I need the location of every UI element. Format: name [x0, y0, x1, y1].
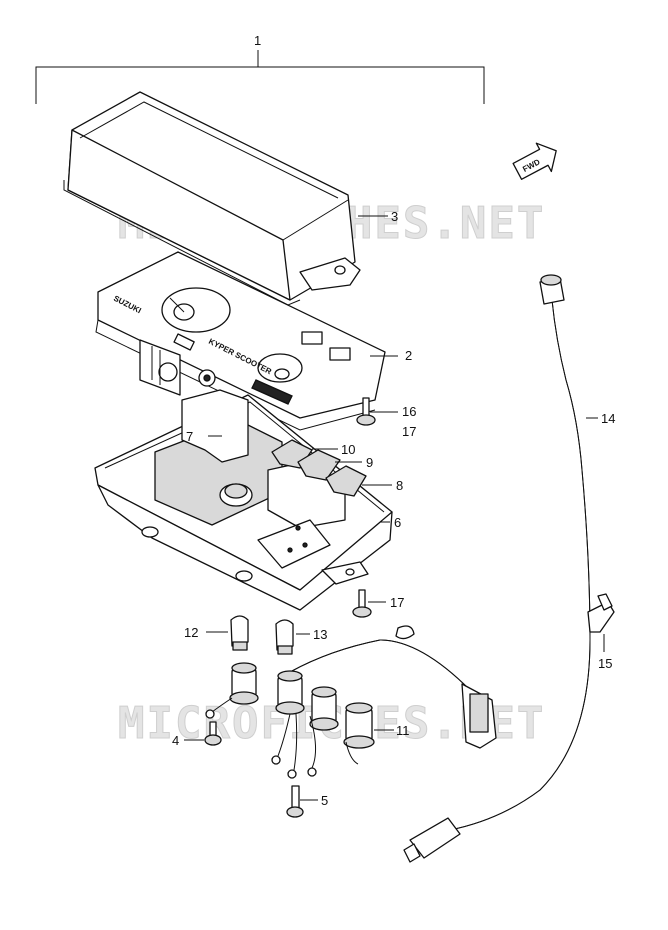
screw-5 [286, 785, 304, 818]
screw-top [356, 397, 376, 426]
cable-clip [587, 593, 615, 633]
fwd-arrow-icon: FWD [512, 142, 557, 180]
screw-4 [204, 721, 222, 746]
socket-b [275, 670, 305, 715]
bulb-12 [230, 615, 249, 651]
switch-lenses [271, 439, 367, 497]
callout-9: 9 [366, 455, 373, 470]
callout-5: 5 [321, 793, 328, 808]
bulb-13 [275, 619, 294, 655]
callout-3: 3 [391, 209, 398, 224]
leader-lines [184, 215, 605, 801]
socket-a [229, 662, 259, 705]
callout-7: 7 [186, 429, 193, 444]
callout-2: 2 [405, 348, 412, 363]
callout-13: 13 [313, 627, 327, 642]
meter-lens-cover [63, 91, 361, 306]
meter-case [94, 389, 393, 611]
assembly-bracket [35, 50, 485, 104]
callout-11: 11 [396, 723, 410, 738]
callout-15: 15 [598, 656, 612, 671]
gauge-mechanism [139, 339, 216, 396]
callout-12: 12 [184, 625, 198, 640]
callout-4: 4 [172, 733, 179, 748]
callout-17-bottom: 17 [390, 595, 404, 610]
callout-16: 16 [402, 404, 416, 419]
callout-10: 10 [341, 442, 355, 457]
wiring-harness [205, 625, 497, 779]
callout-17-top: 17 [402, 424, 416, 439]
callout-8: 8 [396, 478, 403, 493]
callout-1: 1 [254, 33, 261, 48]
socket-c [309, 686, 339, 731]
callout-6: 6 [394, 515, 401, 530]
speedometer-cable [403, 274, 591, 863]
meter-face-panel: SUZUKI KYPER SCOOTER [95, 251, 386, 431]
callout-14: 14 [601, 411, 615, 426]
screw-bottom [352, 589, 372, 618]
socket-11 [343, 702, 375, 749]
